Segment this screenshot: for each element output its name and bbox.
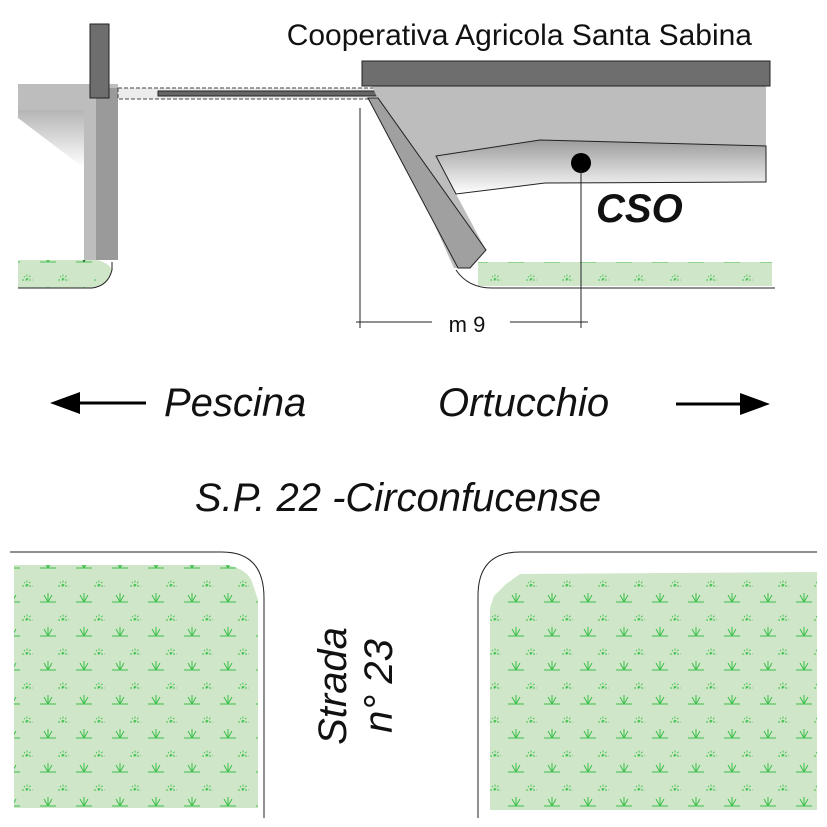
- side-road-line1: Strada: [311, 627, 355, 745]
- top-grass: [18, 260, 775, 289]
- direction-right: Ortucchio: [438, 381, 770, 425]
- right-edge-curb: [455, 269, 775, 289]
- dimension: m 9: [356, 108, 588, 337]
- bottom-right-field: [477, 551, 817, 818]
- company-label: Cooperativa Agricola Santa Sabina: [287, 19, 753, 52]
- grass-strip-left-edge: [18, 260, 113, 289]
- field-left-edge: [10, 551, 265, 818]
- right-building-ramp: [367, 97, 487, 269]
- grass-strip-right-texture: [478, 262, 772, 286]
- side-road-label: Strada n° 23: [311, 627, 401, 745]
- arrow-left-icon: [50, 392, 80, 414]
- left-pillar: [89, 23, 110, 99]
- arrow-right-icon: [740, 393, 770, 415]
- grass-strip-left-texture: [18, 260, 96, 288]
- field-right-edge: [477, 551, 817, 818]
- main-road-label: S.P. 22 -Circonfucense: [195, 476, 601, 520]
- right-building-roof: [361, 60, 771, 87]
- direction-right-label: Ortucchio: [438, 381, 609, 425]
- distance-label: m 9: [449, 312, 486, 337]
- field-left-texture: [14, 565, 258, 808]
- left-building-wedge: [18, 110, 84, 168]
- side-road-line2: n° 23: [357, 639, 401, 733]
- left-building-wall: [96, 88, 118, 260]
- left-building: [18, 23, 118, 260]
- direction-left-label: Pescina: [164, 381, 306, 425]
- field-right-texture: [490, 572, 817, 810]
- right-building: [361, 60, 771, 269]
- direction-left: Pescina: [50, 381, 306, 425]
- cso-point: [571, 153, 591, 173]
- bottom-left-field: [10, 551, 265, 818]
- right-building-tunnel: [435, 139, 767, 195]
- left-building-slab: [18, 84, 118, 260]
- cso-label: CSO: [596, 187, 683, 231]
